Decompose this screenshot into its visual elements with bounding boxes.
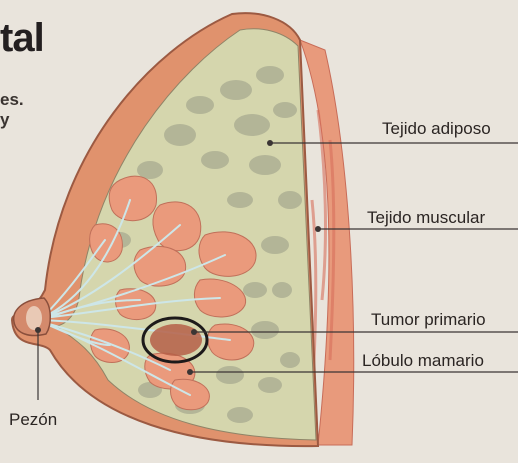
- fat-blob: [280, 352, 300, 368]
- fat-blob: [216, 366, 244, 384]
- fat-blob: [261, 236, 289, 254]
- fat-blob: [186, 96, 214, 114]
- tumor: [150, 324, 202, 356]
- dot-muscular: [315, 226, 321, 232]
- subtitle-fragment: es. y: [0, 90, 24, 130]
- fat-blob: [234, 114, 270, 136]
- label-tejido-adiposo: Tejido adiposo: [382, 119, 491, 139]
- label-lobulo-mamario: Lóbulo mamario: [362, 351, 484, 371]
- fat-blob: [256, 66, 284, 84]
- fat-blob: [273, 102, 297, 118]
- fat-blob: [278, 191, 302, 209]
- dot-lobulo: [187, 369, 193, 375]
- label-tumor-primario: Tumor primario: [371, 310, 486, 330]
- fat-blob: [258, 377, 282, 393]
- lobule: [134, 246, 186, 286]
- label-pezon: Pezón: [9, 410, 57, 430]
- fat-blob: [220, 80, 252, 100]
- fat-blob: [227, 192, 253, 208]
- dot-tumor: [191, 329, 197, 335]
- fat-blob: [251, 321, 279, 339]
- fat-blob: [243, 282, 267, 298]
- fat-blob: [272, 282, 292, 298]
- dot-pezon: [35, 327, 41, 333]
- dot-adiposo: [267, 140, 273, 146]
- label-tejido-muscular: Tejido muscular: [367, 208, 485, 228]
- fat-blob: [201, 151, 229, 169]
- nipple-tip: [26, 306, 42, 330]
- heading-fragment: tal: [0, 16, 44, 61]
- fat-blob: [227, 407, 253, 423]
- fat-blob: [249, 155, 281, 175]
- lobule: [153, 202, 201, 251]
- subtitle-line: y: [0, 110, 24, 130]
- subtitle-line: es.: [0, 90, 24, 110]
- fat-blob: [164, 124, 196, 146]
- lobule: [109, 176, 156, 221]
